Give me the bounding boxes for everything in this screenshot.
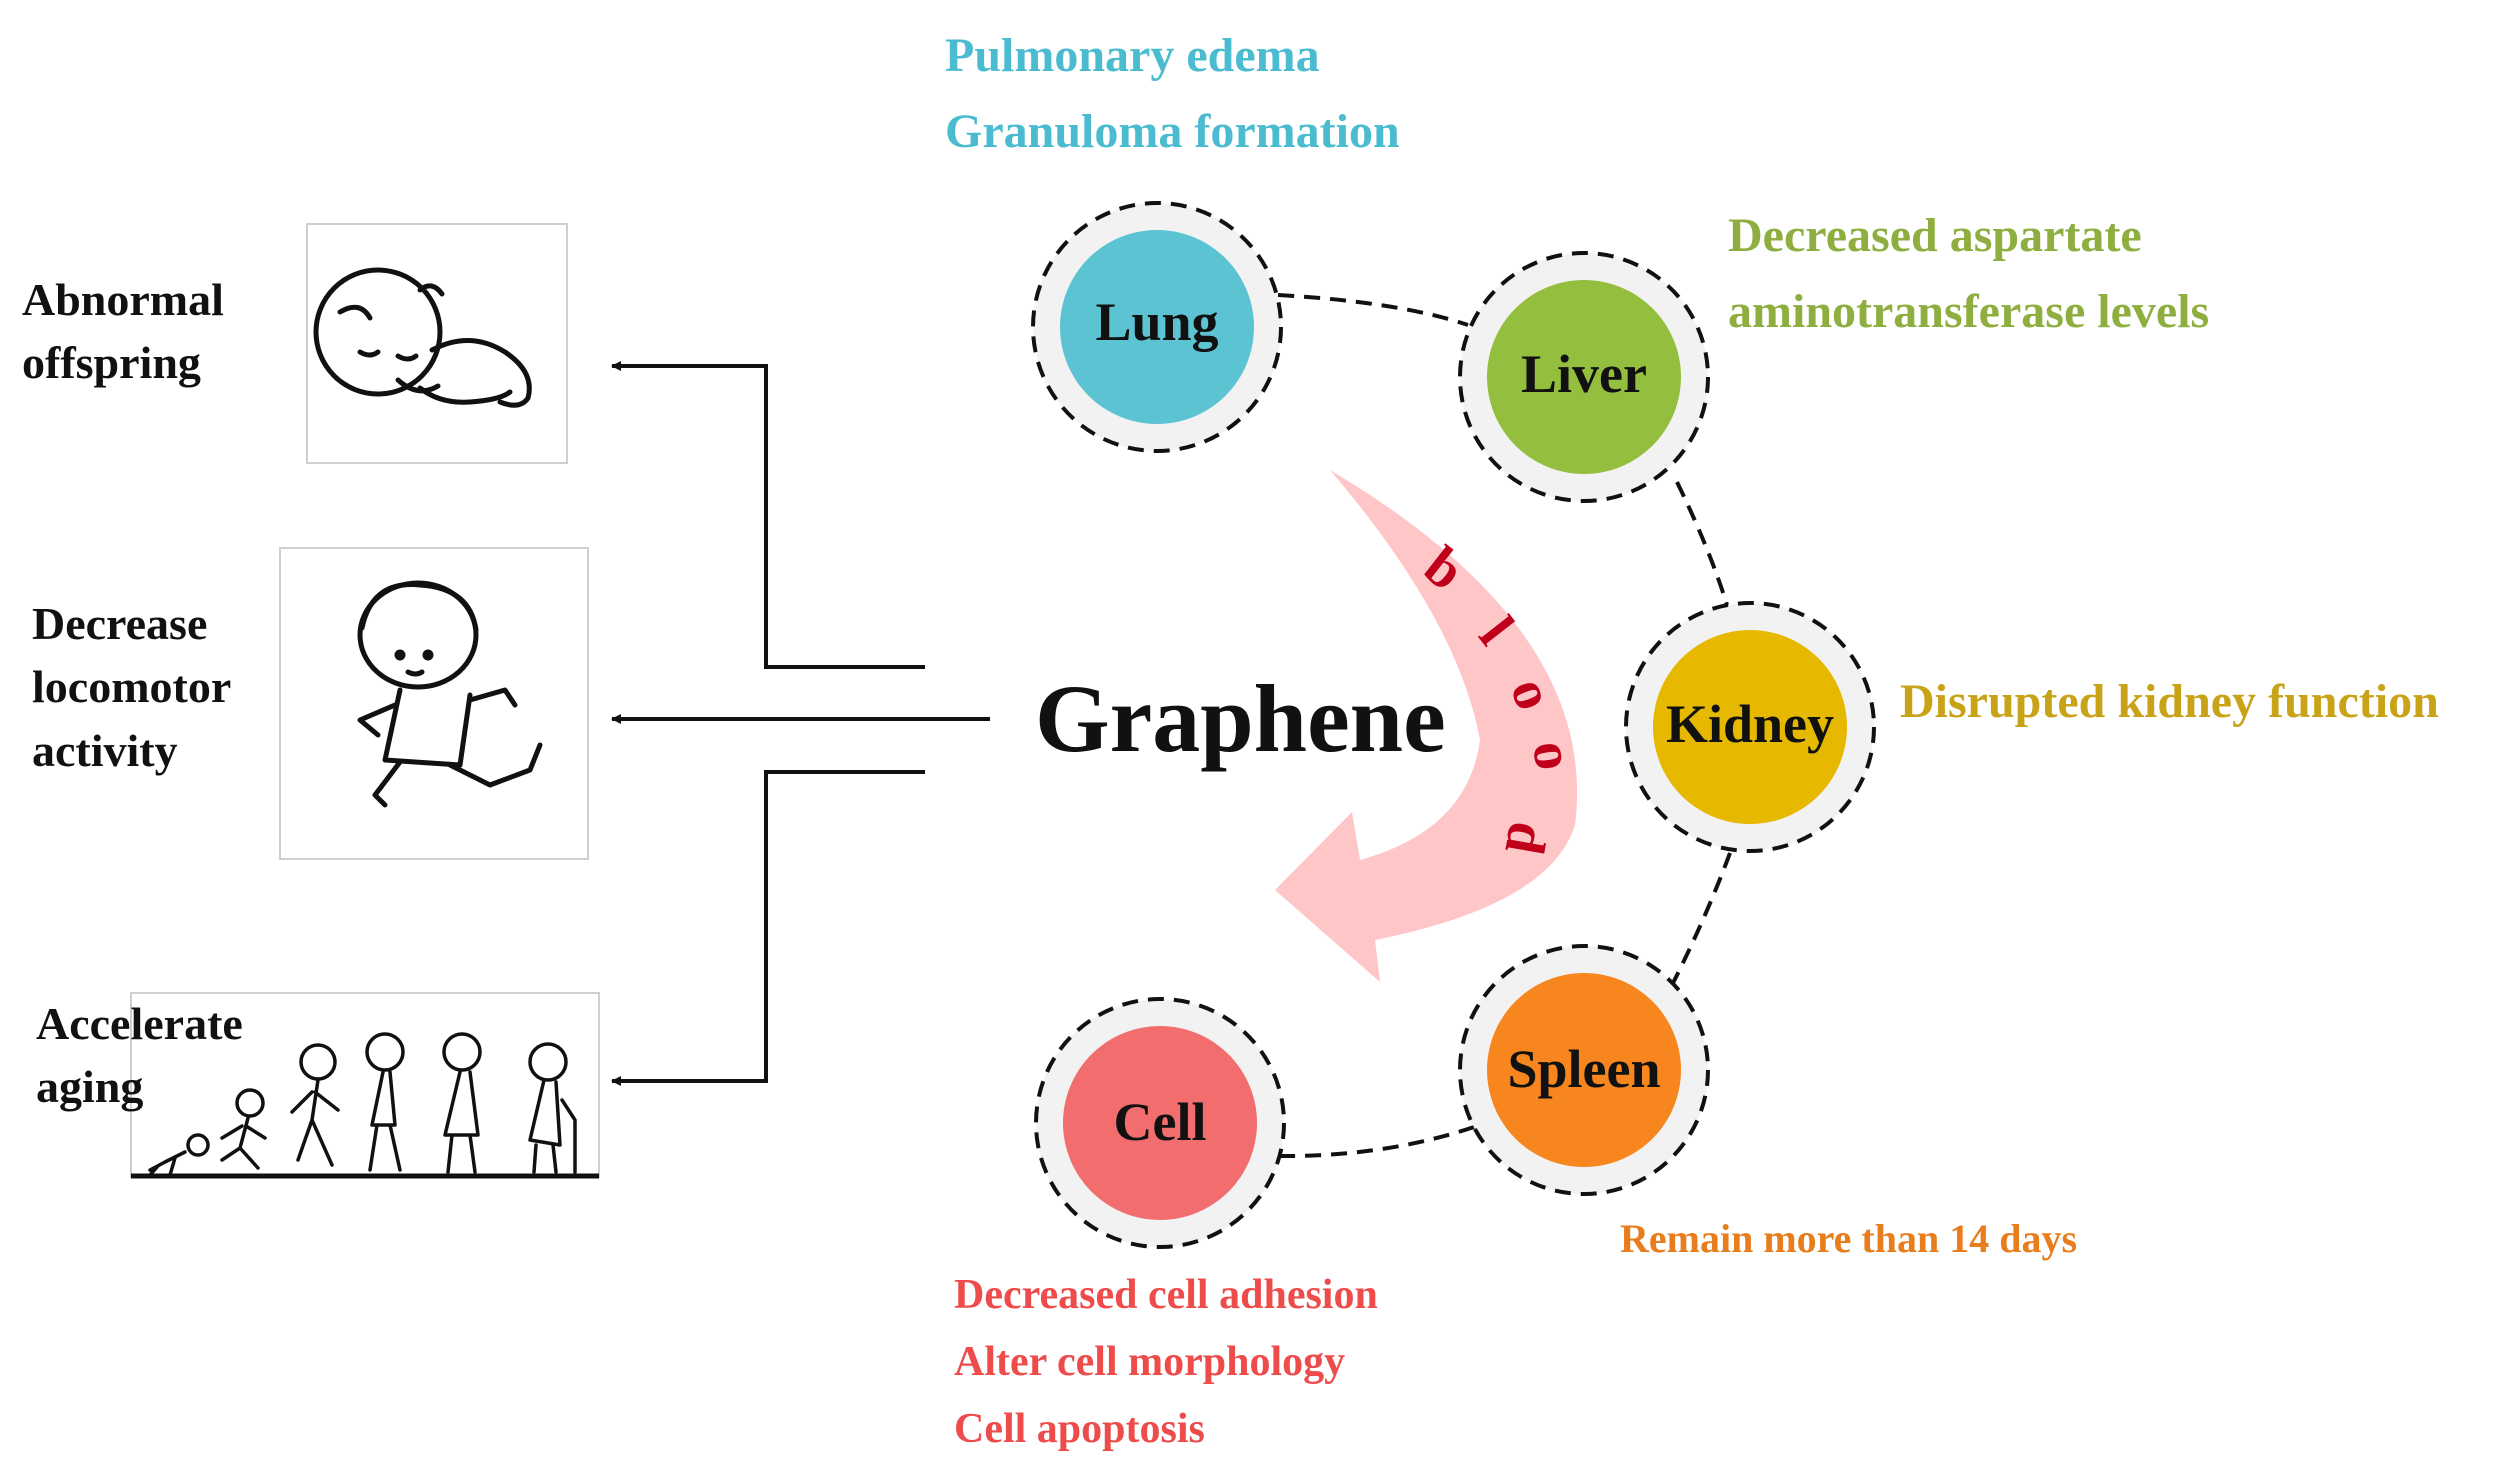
- organ-label-lung: Lung: [1095, 292, 1218, 352]
- blood-arrow-shape: [1275, 470, 1578, 982]
- connector-offspring: [611, 361, 925, 669]
- blood-arrow: b l o o d: [1275, 470, 1585, 982]
- aging-line-2: aging: [36, 1061, 144, 1113]
- locomotor-line-3: activity: [32, 724, 178, 776]
- spleen-cell-link: [1276, 1125, 1475, 1159]
- offspring-line-1: Abnormal: [22, 274, 224, 325]
- organ-label-cell: Cell: [1114, 1092, 1207, 1152]
- lung-effects: Pulmonary edema Granuloma formation: [945, 18, 1400, 170]
- organ-label-kidney: Kidney: [1666, 694, 1834, 754]
- connector-aging: [611, 770, 925, 1086]
- locomotor-line-1: Decrease: [32, 598, 208, 649]
- organ-spleen: Spleen: [1458, 944, 1710, 1196]
- outcome-offspring-label: Abnormal offspring: [22, 268, 224, 395]
- liver-kidney-link: [1675, 481, 1729, 606]
- lung-effect-1: Pulmonary edema: [945, 29, 1320, 82]
- organ-lung: Lung: [1031, 201, 1283, 453]
- offspring-line-2: offspring: [22, 337, 201, 389]
- organ-kidney: Kidney: [1624, 601, 1876, 853]
- organ-label-liver: Liver: [1521, 344, 1647, 404]
- aging-stages-icon: [130, 992, 600, 1179]
- outcome-locomotor-label: Decrease locomotor activity: [32, 592, 231, 782]
- kidney-effect-1: Disrupted kidney function: [1900, 675, 2439, 728]
- organ-liver: Liver: [1458, 251, 1710, 503]
- locomotor-line-2: locomotor: [32, 661, 232, 713]
- graphene-title: Graphene: [1035, 665, 1446, 772]
- cell-effect-2: Alter cell morphology: [954, 1339, 1346, 1385]
- organ-cell: Cell: [1034, 997, 1286, 1249]
- kidney-spleen-link: [1670, 852, 1732, 986]
- organ-connections: [1276, 293, 1732, 1159]
- sleeping-baby-icon: [306, 223, 568, 464]
- running-child-icon: [279, 547, 589, 860]
- cell-effect-1: Decreased cell adhesion: [954, 1272, 1378, 1318]
- lung-liver-link: [1277, 293, 1469, 327]
- kidney-effects: Disrupted kidney function: [1900, 673, 2439, 731]
- aging-line-1: Accelerate: [36, 998, 243, 1049]
- cell-effects: Decreased cell adhesion Alter cell morph…: [954, 1262, 1378, 1463]
- liver-effect-2: aminotransferase levels: [1728, 285, 2210, 338]
- outcome-aging-label: Accelerate aging: [36, 992, 243, 1119]
- lung-effect-2: Granuloma formation: [945, 105, 1400, 158]
- spleen-effect-1: Remain more than 14 days: [1620, 1216, 2078, 1261]
- spleen-effects: Remain more than 14 days: [1620, 1215, 2077, 1263]
- outcome-connectors: [611, 361, 990, 1086]
- liver-effects: Decreased aspartate aminotransferase lev…: [1728, 198, 2209, 350]
- liver-effect-1: Decreased aspartate: [1728, 209, 2142, 262]
- organ-label-spleen: Spleen: [1507, 1039, 1660, 1099]
- cell-effect-3: Cell apoptosis: [954, 1406, 1205, 1452]
